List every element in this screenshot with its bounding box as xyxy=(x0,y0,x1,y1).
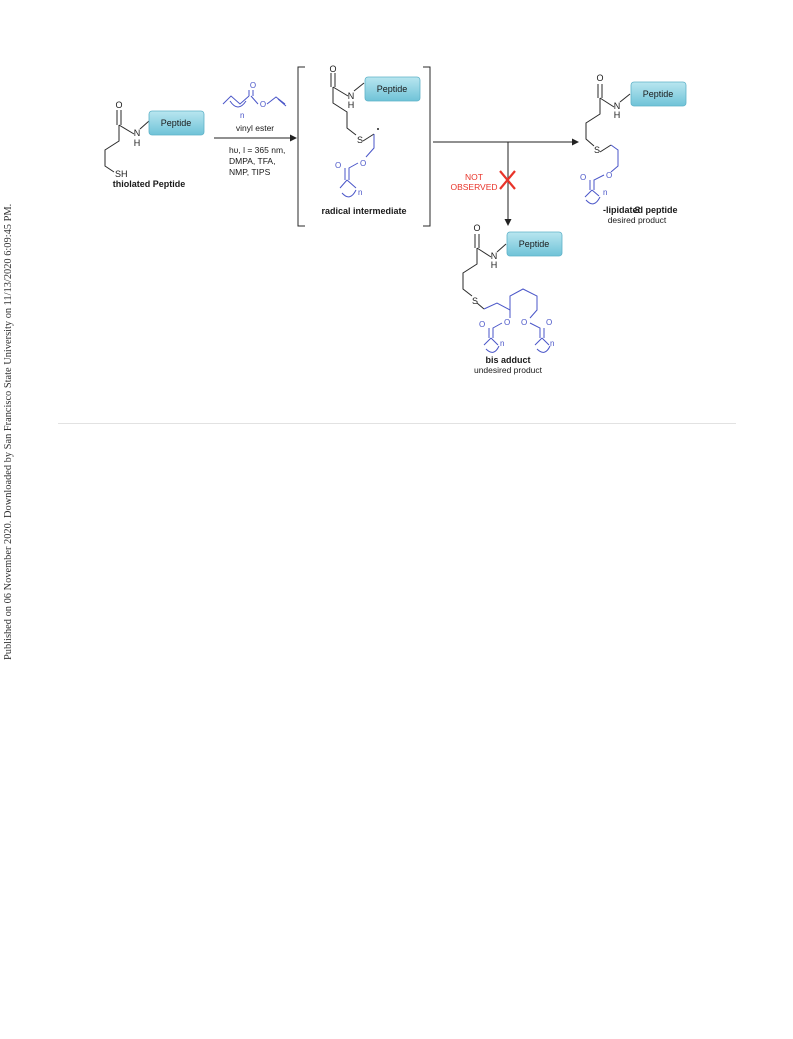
not-observed-line-2: OBSERVED xyxy=(450,182,497,192)
svg-text:n: n xyxy=(358,188,362,197)
svg-text:O: O xyxy=(335,161,341,170)
vinyl-ester-structure: O O n xyxy=(222,81,287,120)
conditions-line-2: DMPA, TFA, xyxy=(229,156,275,166)
not-observed-cross xyxy=(499,170,516,190)
svg-text:H: H xyxy=(348,100,355,110)
svg-text:O: O xyxy=(479,320,485,329)
starting-material-label: thiolated Peptide xyxy=(113,179,186,189)
atom-o: O xyxy=(115,100,122,110)
svg-text:O: O xyxy=(521,318,527,327)
svg-text:O: O xyxy=(329,64,336,74)
bis-adduct-structure: Peptide O N H S O O n O O n xyxy=(462,223,563,353)
page-divider xyxy=(58,423,736,424)
svg-text:N: N xyxy=(614,101,621,111)
reagent-atom-o: O xyxy=(250,81,256,90)
svg-text:S: S xyxy=(357,135,363,145)
svg-text:H: H xyxy=(614,110,621,120)
svg-text:O: O xyxy=(360,159,366,168)
svg-text:N: N xyxy=(491,251,498,261)
reagent-atom-o2: O xyxy=(260,100,266,109)
bracket-right xyxy=(423,66,431,227)
svg-text:n: n xyxy=(500,339,504,348)
svg-text:Peptide: Peptide xyxy=(519,239,550,249)
svg-text:S: S xyxy=(472,296,478,306)
svg-text:O: O xyxy=(580,173,586,182)
svg-text:n: n xyxy=(603,188,607,197)
svg-text:O: O xyxy=(606,171,612,180)
svg-text:O: O xyxy=(473,223,480,233)
atom-sh: SH xyxy=(115,169,128,179)
atom-h: H xyxy=(134,138,141,148)
product-sub: desired product xyxy=(608,215,667,225)
svg-text:n: n xyxy=(550,339,554,348)
side-product-sub: undesired product xyxy=(474,365,543,375)
bracket-left xyxy=(297,66,305,227)
reagent-n: n xyxy=(240,111,244,120)
product-name-prefix: S xyxy=(634,205,640,215)
product-name: -lipidated peptide xyxy=(603,205,678,215)
conditions-line-1: hυ, l = 365 nm, xyxy=(229,145,285,155)
atom-n: N xyxy=(134,128,141,138)
svg-text:O: O xyxy=(546,318,552,327)
peptide-box xyxy=(148,110,205,136)
radical-intermediate-structure: Peptide O N H S O O n xyxy=(329,64,421,198)
reagent-label: vinyl ester xyxy=(236,123,274,133)
svg-text:Peptide: Peptide xyxy=(643,89,674,99)
thiolated-peptide-structure: Peptide O N H SH xyxy=(104,100,205,179)
svg-text:S: S xyxy=(594,145,600,155)
intermediate-label: radical intermediate xyxy=(321,206,406,216)
not-observed-line-1: NOT xyxy=(465,172,483,182)
conditions-line-3: NMP, TIPS xyxy=(229,167,271,177)
svg-text:O: O xyxy=(596,73,603,83)
svg-text:H: H xyxy=(491,260,498,270)
s-lipidated-peptide-structure: Peptide O N H S O O n xyxy=(580,73,687,205)
svg-text:O: O xyxy=(504,318,510,327)
side-product-name: bis adduct xyxy=(485,355,530,365)
peptide-label: Peptide xyxy=(161,118,192,128)
svg-text:N: N xyxy=(348,91,355,101)
svg-text:Peptide: Peptide xyxy=(377,84,408,94)
